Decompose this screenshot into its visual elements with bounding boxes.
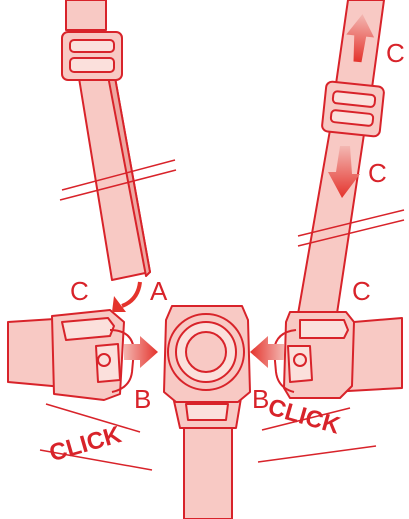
right-arrow-icon [124,336,158,368]
click-text-left: CLICK [46,421,125,467]
curved-arrow-icon [121,281,142,308]
down-arrow-icon [328,146,360,198]
label-c-top-right: C [386,38,405,68]
label-a: A [150,276,168,306]
click-text-right: CLICK [265,394,344,440]
label-c-lower-right: C [352,276,371,306]
guide-line [61,159,176,191]
guide-line [261,407,351,431]
guide-line [45,403,141,433]
guide-line [297,219,405,247]
crotch-connector-slot [185,403,229,421]
left-arrow-icon [250,336,284,368]
left-adjuster-buckle [61,31,123,81]
label-c-mid-right: C [368,158,387,188]
guide-line [257,445,377,463]
label-b-left: B [134,384,151,414]
guide-line [297,209,405,237]
up-arrow-icon [346,14,375,63]
label-c-left: C [70,276,89,306]
right-buckle-tongue [273,311,355,399]
left-buckle-tongue [51,309,135,401]
left-shoulder-strap-upper [65,0,107,31]
curved-arrow-head-icon [112,296,126,312]
guide-line [59,169,177,201]
guide-line [39,449,153,471]
central-buckle [163,305,251,403]
right-adjuster-buckle [321,80,385,138]
label-b-right: B [252,384,269,414]
